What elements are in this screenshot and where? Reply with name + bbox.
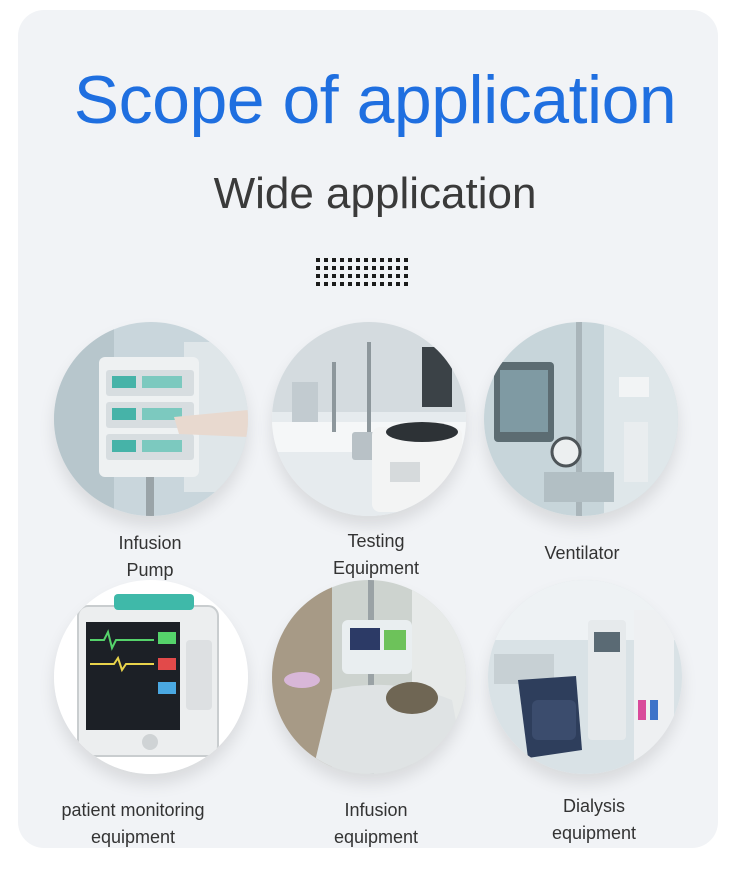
divider-dot <box>380 266 384 270</box>
divider-dot <box>324 274 328 278</box>
label-line: patient monitoring <box>61 800 205 820</box>
divider-dot <box>356 258 360 262</box>
divider-dot <box>356 282 360 286</box>
page-subtitle: Wide application <box>213 169 537 218</box>
divider-dot <box>404 266 408 270</box>
divider-dot <box>340 258 344 262</box>
testing-equipment-photo <box>272 322 466 516</box>
divider-dot <box>316 274 320 278</box>
infusion-pump-label: Infusion Pump <box>98 530 202 584</box>
divider-dot <box>316 266 320 270</box>
divider-dot <box>340 266 344 270</box>
divider-dot <box>348 258 352 262</box>
label-line: equipment <box>90 827 176 847</box>
divider-dot <box>388 266 392 270</box>
patient-monitor-photo <box>54 580 248 774</box>
divider-dot <box>364 274 368 278</box>
divider-dot <box>356 274 360 278</box>
divider-dot <box>404 274 408 278</box>
divider-dot <box>348 266 352 270</box>
divider-dot <box>332 274 336 278</box>
divider-dot <box>388 274 392 278</box>
divider-dot <box>364 266 368 270</box>
divider-dot <box>404 258 408 262</box>
divider-dot <box>364 282 368 286</box>
divider-dot <box>348 274 352 278</box>
label-line: equipment <box>333 827 419 847</box>
label-line: equipment <box>551 823 637 843</box>
divider-dot <box>396 258 400 262</box>
divider-dot <box>356 266 360 270</box>
testing-equipment-label: Testing Equipment <box>316 528 436 582</box>
patient-monitoring-label: patient monitoring equipment <box>40 797 226 851</box>
dialysis-equipment-label: Dialysis equipment <box>536 793 652 847</box>
divider-dot <box>332 266 336 270</box>
divider-dot <box>316 282 320 286</box>
divider-dot <box>348 282 352 286</box>
divider-dot <box>340 274 344 278</box>
divider-dot <box>380 274 384 278</box>
divider-dot <box>372 266 376 270</box>
divider-dot <box>316 258 320 262</box>
divider-dot <box>388 282 392 286</box>
divider-dot <box>372 274 376 278</box>
divider-dot <box>324 258 328 262</box>
divider-dot <box>396 266 400 270</box>
dotted-divider <box>316 258 412 290</box>
divider-dot <box>388 258 392 262</box>
ventilator-label: Ventilator <box>530 540 634 567</box>
divider-dot <box>324 282 328 286</box>
divider-dot <box>404 282 408 286</box>
divider-dot <box>332 258 336 262</box>
label-line: Testing <box>347 531 405 551</box>
divider-dot <box>364 258 368 262</box>
label-line: Ventilator <box>544 543 620 563</box>
divider-dot <box>396 282 400 286</box>
ventilator-photo <box>484 322 678 516</box>
page-title: Scope of application <box>73 62 677 138</box>
divider-dot <box>372 258 376 262</box>
divider-dot <box>380 282 384 286</box>
divider-dot <box>396 274 400 278</box>
divider-dot <box>332 282 336 286</box>
infusion-equipment-label: Infusion equipment <box>316 797 436 851</box>
label-line: Infusion <box>118 533 182 553</box>
divider-dot <box>380 258 384 262</box>
label-line: Infusion <box>344 800 408 820</box>
infusion-pump-photo <box>54 322 248 516</box>
divider-dot <box>340 282 344 286</box>
dialysis-equipment-photo <box>488 580 682 774</box>
label-line: Dialysis <box>562 796 625 816</box>
label-line: Equipment <box>332 558 420 578</box>
divider-dot <box>324 266 328 270</box>
divider-dot <box>372 282 376 286</box>
infusion-equipment-photo <box>272 580 466 774</box>
label-line: Pump <box>126 560 174 580</box>
